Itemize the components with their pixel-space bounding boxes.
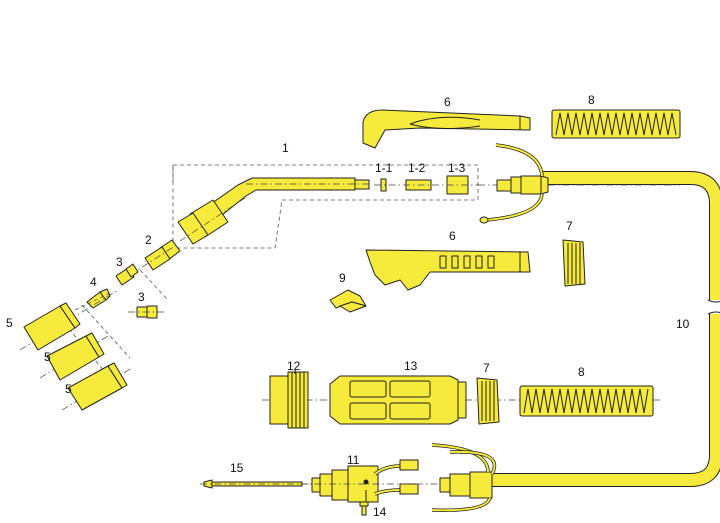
label-14: 14 [373, 505, 387, 519]
label-12: 12 [287, 359, 301, 373]
cable-front-connector [478, 143, 549, 224]
label-3-lower: 3 [138, 290, 145, 304]
part-5-nozzle-a [23, 302, 81, 351]
label-4: 4 [90, 275, 97, 289]
part-7-ring-lower [476, 377, 500, 425]
label-1-2: 1-2 [408, 161, 426, 175]
label-13: 13 [404, 359, 418, 373]
cable-rear-connector [431, 443, 497, 512]
part-3-tip-holder-upper [115, 263, 139, 286]
part-9-trigger [329, 289, 367, 313]
label-5-c: 5 [65, 382, 72, 396]
part-1-neck [177, 177, 372, 245]
label-3-upper: 3 [116, 255, 123, 269]
label-9: 9 [339, 271, 346, 285]
label-11: 11 [347, 453, 360, 467]
label-8-upper: 8 [588, 93, 595, 107]
part-2-adaptor [129, 239, 181, 276]
part-5-nozzle-c [67, 362, 128, 411]
part-5-nozzle-b [46, 332, 105, 381]
part-6-handle-shell-top [362, 109, 531, 149]
label-1-1: 1-1 [375, 161, 393, 175]
part-11-rear-connector [300, 459, 470, 503]
part-6-handle-shell-bottom [365, 249, 531, 291]
part-12-knurled-nut [269, 371, 309, 429]
part-10-cable [470, 171, 720, 487]
part-4-contact-tip [86, 288, 111, 309]
label-7-upper: 7 [566, 219, 573, 233]
label-5-a: 5 [6, 316, 13, 330]
part-13-handle-body [329, 375, 467, 425]
label-5-b: 5 [44, 350, 51, 364]
label-10: 10 [676, 317, 690, 331]
label-15: 15 [230, 461, 244, 475]
label-leaders [294, 370, 367, 502]
label-6-lower: 6 [449, 229, 456, 243]
part-8-spring-upper [551, 109, 681, 139]
part-3-tip-holder-lower [128, 305, 166, 319]
label-7-lower: 7 [483, 361, 490, 375]
part-labels: 1 1-1 1-2 1-3 2 3 3 4 5 5 5 6 6 7 7 8 8 … [6, 93, 690, 519]
label-8-lower: 8 [578, 365, 585, 379]
part-15-liner [200, 479, 310, 489]
part-8-spring-lower [519, 385, 654, 417]
label-2: 2 [145, 233, 152, 247]
label-1: 1 [282, 141, 289, 155]
label-6-upper: 6 [444, 95, 451, 109]
part-7-ring-upper [562, 239, 586, 287]
label-1-3: 1-3 [448, 161, 466, 175]
part-14-screw [359, 501, 369, 516]
